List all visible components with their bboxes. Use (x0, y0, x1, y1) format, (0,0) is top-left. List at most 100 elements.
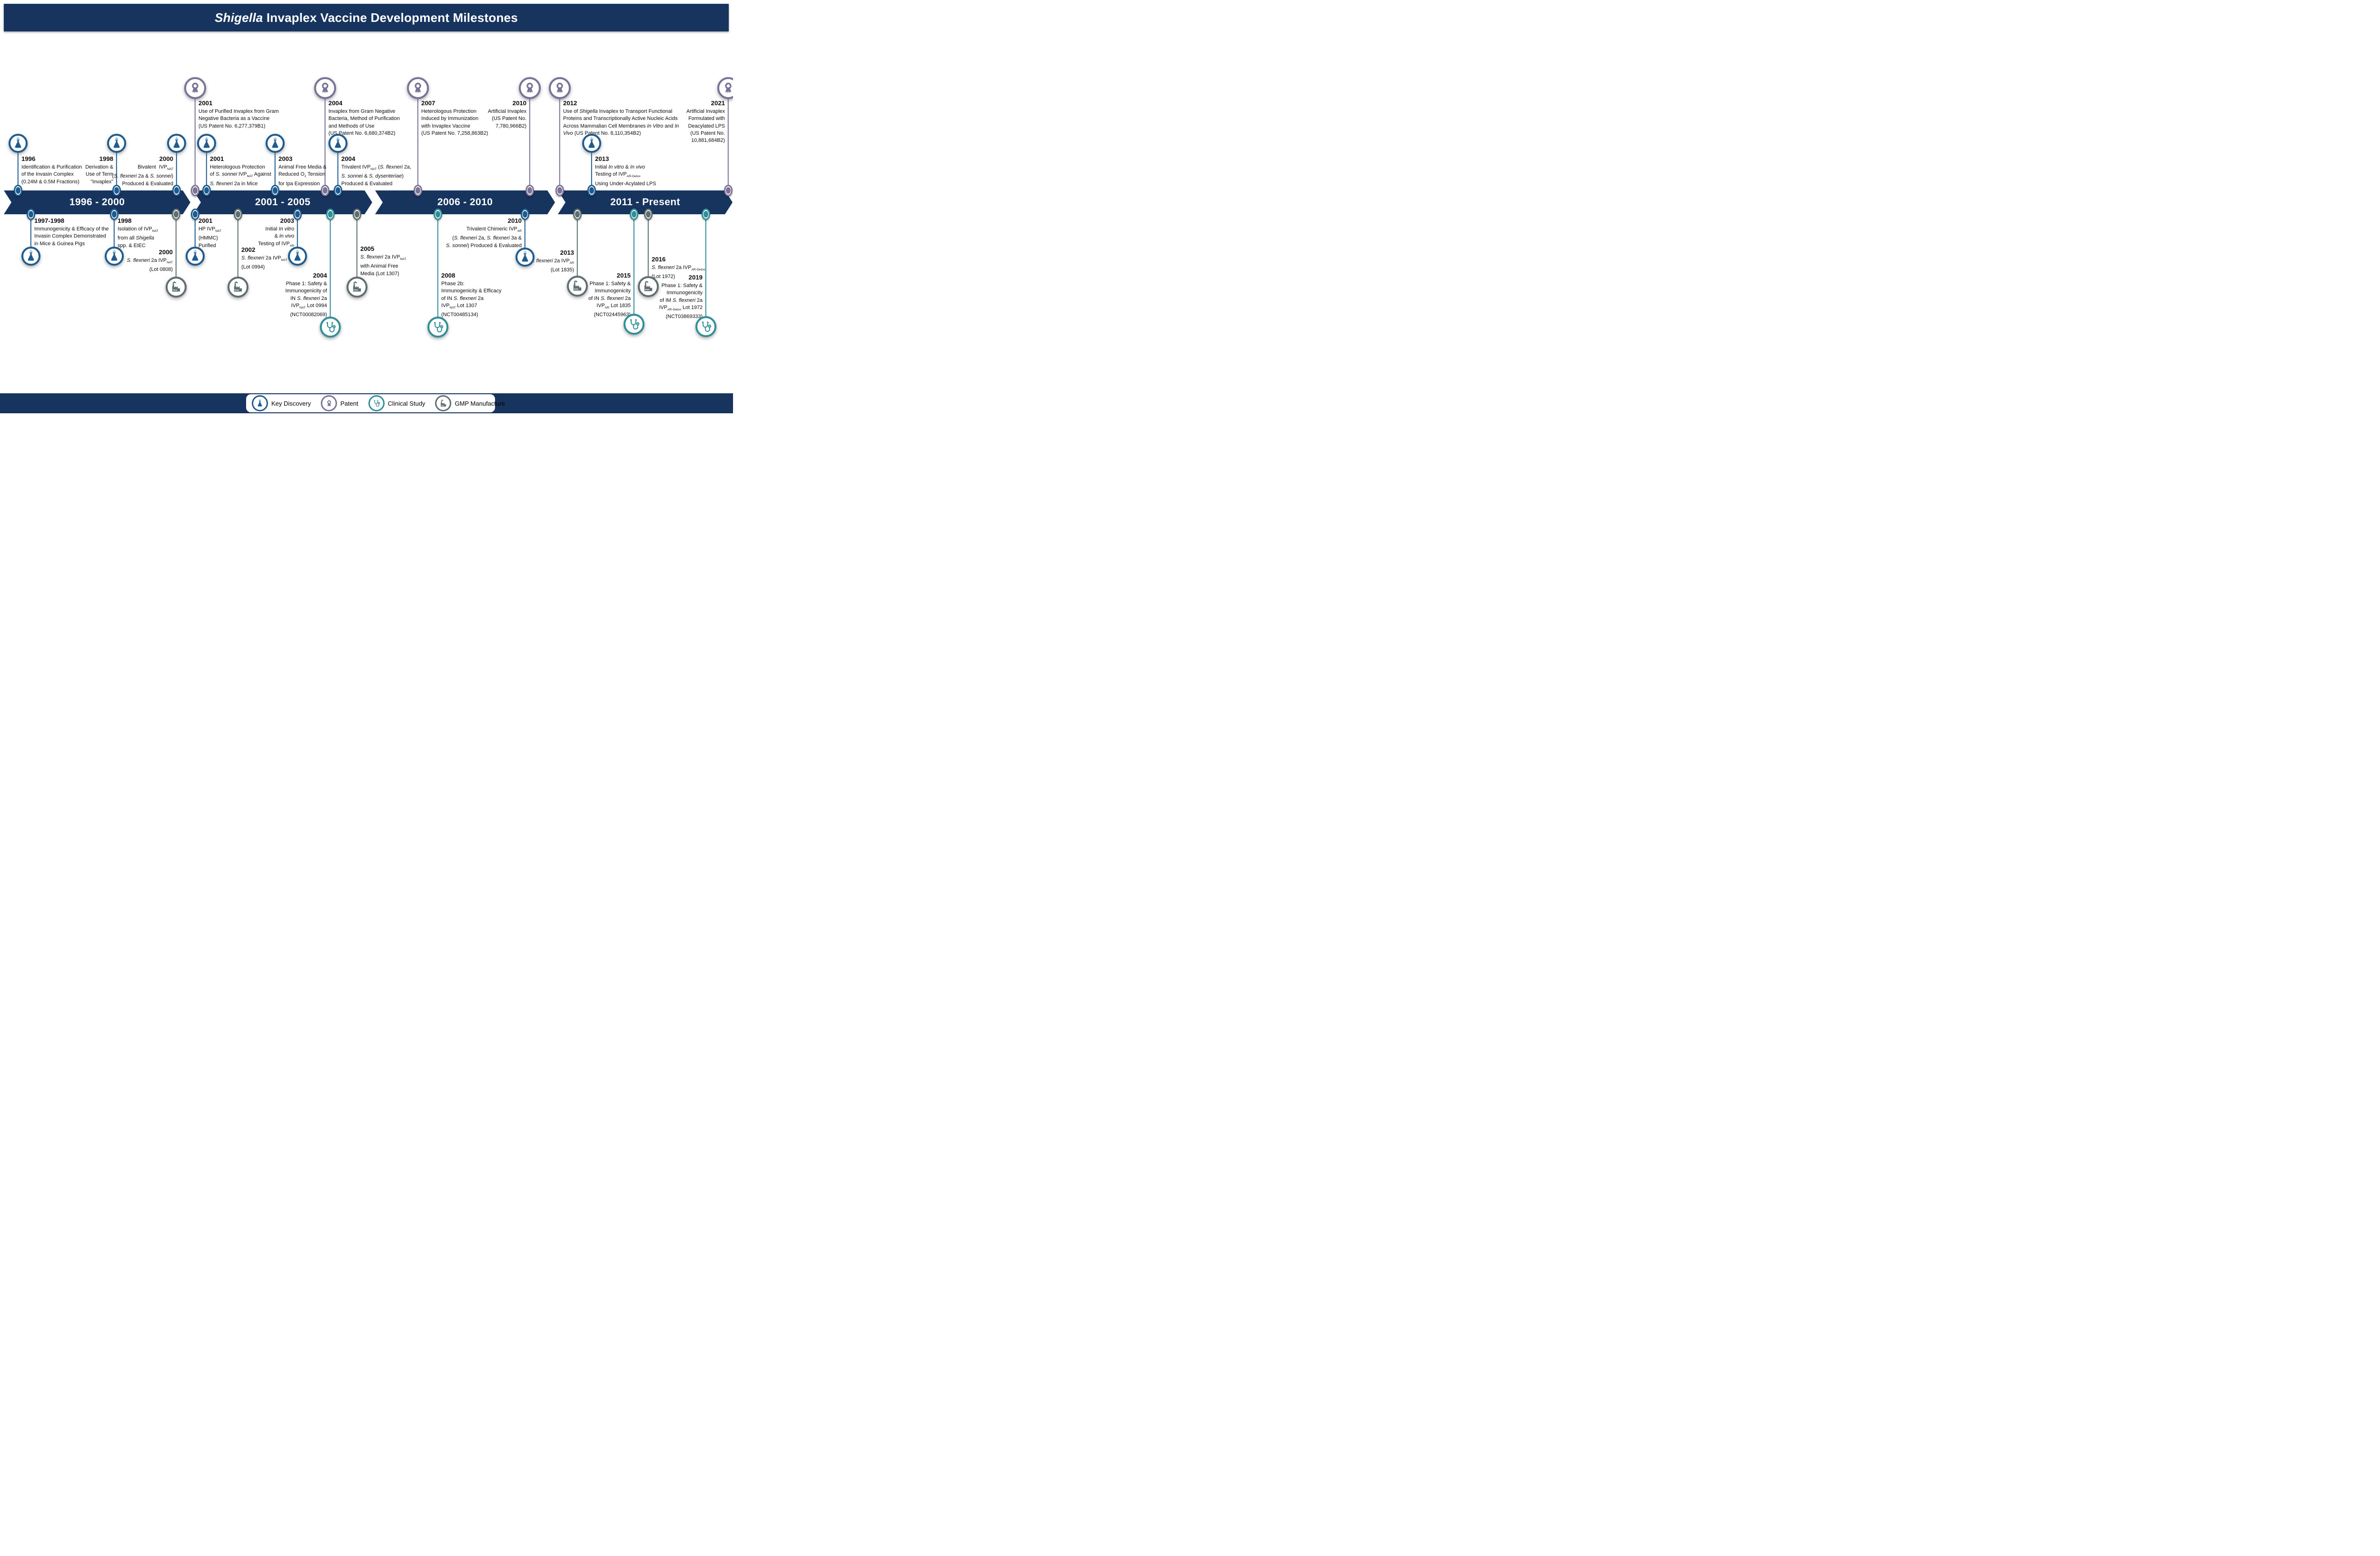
medal-icon (519, 77, 541, 99)
timeline-node (191, 209, 199, 220)
connector-line (176, 143, 178, 190)
factory-icon (228, 277, 248, 298)
timeline-segment-label: 2006 - 2010 (437, 197, 493, 208)
medal-icon (184, 77, 206, 99)
stethoscope-icon (624, 314, 645, 335)
milestone-year: 2001 (210, 155, 224, 162)
milestone-text: Derivation &Use of Term"Invaplex" (85, 164, 113, 185)
connector-line (324, 88, 326, 190)
connector-line (576, 214, 578, 286)
medal-icon (549, 77, 571, 99)
milestone-text: Trivalent Chimeric IVPAR(S. flexneri 2a,… (446, 226, 522, 249)
stethoscope-icon (368, 395, 385, 411)
timeline-node (587, 185, 596, 196)
timeline-node (191, 185, 199, 196)
legend-label: Key Discovery (271, 399, 311, 407)
medal-icon (314, 77, 336, 99)
milestone-year: 1998 (118, 217, 132, 224)
connector-line (30, 214, 32, 256)
milestone-text: S. flexneri 2a IVPNAT(Lot 0808) (127, 258, 173, 273)
flask-icon (9, 134, 28, 153)
milestone-year: 2012 (563, 100, 577, 107)
page-title-text: Shigella Invaplex Vaccine Development Mi… (215, 10, 518, 25)
connector-line (633, 214, 635, 324)
connector-line (705, 214, 707, 327)
timeline-node (414, 185, 422, 196)
timeline-segment-2001-2005: 2001 - 2005 (193, 190, 372, 214)
connector-line (559, 88, 561, 190)
milestone-year: 2010 (507, 217, 522, 224)
milestone-year: 2007 (421, 100, 436, 107)
timeline-node (521, 209, 529, 220)
milestone-year: 2001 (198, 100, 213, 107)
timeline-node (334, 185, 342, 196)
medal-icon (407, 77, 429, 99)
timeline-node (630, 209, 638, 220)
factory-icon (166, 277, 187, 298)
milestone-text: HP IVPNAT(HMMC)Purified (198, 226, 222, 249)
flask-icon (186, 247, 205, 266)
timeline-node (326, 209, 335, 220)
milestone-text: Use of Shigella Invaplex to Transport Fu… (563, 109, 679, 136)
connector-line (337, 143, 339, 190)
flask-icon (516, 248, 535, 267)
connector-line (437, 214, 439, 327)
flask-icon (107, 134, 126, 153)
flask-icon (288, 247, 307, 266)
stethoscope-icon (427, 317, 448, 338)
milestone-text: S. flexneri 2a IVPNAT(Lot 0994) (241, 255, 288, 270)
factory-icon (435, 395, 452, 411)
connector-line (727, 88, 729, 190)
connector-line (194, 214, 196, 256)
milestone-year: 2004 (328, 100, 343, 107)
milestone-text: Artificial Invaplex(US Patent No.7,780,9… (487, 109, 526, 129)
flask-icon (582, 134, 601, 153)
timeline-node (234, 209, 242, 220)
connector-line (529, 88, 531, 190)
flask-icon (105, 247, 124, 266)
timeline-node (434, 209, 442, 220)
timeline-node (172, 185, 181, 196)
connector-line (524, 214, 526, 257)
connector-line (175, 214, 177, 287)
milestone-year: 2004 (313, 272, 327, 279)
connector-line (194, 88, 196, 190)
connector-line (274, 143, 276, 190)
legend-label: Patent (340, 399, 358, 407)
timeline-node (702, 209, 710, 220)
legend-label: GMP Manufacture (455, 399, 505, 407)
legend-label: Clinical Study (387, 399, 426, 407)
timeline-node (172, 209, 180, 220)
timeline-node (724, 185, 733, 196)
milestone-year: 2021 (711, 100, 725, 107)
timeline-node (271, 185, 279, 196)
milestone-year: 2008 (441, 272, 456, 279)
connector-line (206, 143, 208, 190)
medal-icon (321, 395, 337, 411)
milestone-text: Bivalent IVPNAT(S. flexneri 2a & S. sonn… (112, 164, 173, 187)
connector-line (297, 214, 298, 256)
connector-line (417, 88, 419, 190)
milestone-year: 2001 (198, 217, 213, 224)
connector-line (17, 143, 19, 190)
timeline-node (202, 185, 211, 196)
flask-icon (328, 134, 347, 153)
page-title: Shigella Invaplex Vaccine Development Mi… (4, 4, 729, 31)
milestone-year: 1997-1998 (34, 217, 65, 224)
timeline-node (555, 185, 564, 196)
milestone-year: 2003 (280, 217, 294, 224)
legend-item-gmp-manufacture: GMP Manufacture (435, 395, 505, 411)
milestone-year: 1998 (99, 155, 113, 162)
timeline-segment-1996-2000: 1996 - 2000 (4, 190, 190, 214)
